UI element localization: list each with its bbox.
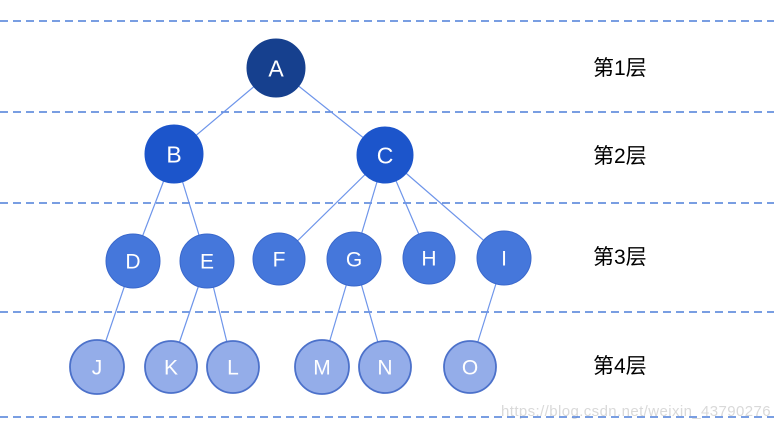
tree-node-circle-M bbox=[294, 339, 350, 395]
tree-node-circle-H bbox=[402, 231, 456, 285]
tree-node-M: M bbox=[294, 339, 350, 395]
tree-node-O: O bbox=[443, 340, 497, 394]
tree-node-circle-B bbox=[144, 124, 204, 184]
layer-label-4: 第4层 bbox=[593, 355, 647, 378]
tree-node-label-A: A bbox=[268, 55, 284, 81]
tree-node-label-O: O bbox=[462, 357, 478, 380]
tree-node-H: H bbox=[402, 231, 456, 285]
layer-label-1: 第1层 bbox=[593, 57, 647, 80]
tree-node-circle-I bbox=[476, 230, 532, 286]
tree-node-label-N: N bbox=[377, 357, 392, 380]
tree-node-circle-L bbox=[206, 340, 260, 394]
tree-node-G: G bbox=[326, 231, 382, 287]
tree-node-F: F bbox=[252, 232, 306, 286]
tree-node-circle-E bbox=[179, 233, 235, 289]
tree-node-circle-N bbox=[358, 340, 412, 394]
tree-node-L: L bbox=[206, 340, 260, 394]
tree-node-E: E bbox=[179, 233, 235, 289]
tree-node-label-D: D bbox=[125, 251, 140, 274]
layer-label-3: 第3层 bbox=[593, 246, 647, 269]
tree-node-circle-D bbox=[105, 233, 161, 289]
tree-node-label-B: B bbox=[166, 141, 181, 167]
tree-node-circle-A bbox=[246, 38, 306, 98]
tree-node-circle-K bbox=[144, 340, 198, 394]
tree-node-D: D bbox=[105, 233, 161, 289]
tree-node-circle-J bbox=[69, 339, 125, 395]
tree-node-K: K bbox=[144, 340, 198, 394]
tree-node-label-K: K bbox=[164, 357, 178, 380]
tree-node-label-H: H bbox=[421, 248, 436, 271]
tree-node-label-M: M bbox=[313, 357, 331, 380]
tree-node-label-L: L bbox=[227, 357, 239, 380]
tree-node-circle-F bbox=[252, 232, 306, 286]
tree-node-label-E: E bbox=[200, 251, 214, 274]
tree-node-label-F: F bbox=[273, 249, 286, 272]
tree-node-circle-O bbox=[443, 340, 497, 394]
tree-node-circle-C bbox=[356, 126, 414, 184]
tree-node-circle-G bbox=[326, 231, 382, 287]
tree-node-A: A bbox=[246, 38, 306, 98]
tree-node-I: I bbox=[476, 230, 532, 286]
tree-node-label-G: G bbox=[346, 249, 362, 272]
tree-node-label-C: C bbox=[377, 142, 394, 168]
tree-node-C: C bbox=[356, 126, 414, 184]
tree-node-J: J bbox=[69, 339, 125, 395]
layer-label-2: 第2层 bbox=[593, 145, 647, 168]
watermark-url: https://blog.csdn.net/weixin_43790276 bbox=[501, 403, 771, 420]
tree-node-N: N bbox=[358, 340, 412, 394]
tree-node-B: B bbox=[144, 124, 204, 184]
tree-node-label-J: J bbox=[92, 357, 103, 380]
tree-node-label-I: I bbox=[501, 248, 507, 271]
